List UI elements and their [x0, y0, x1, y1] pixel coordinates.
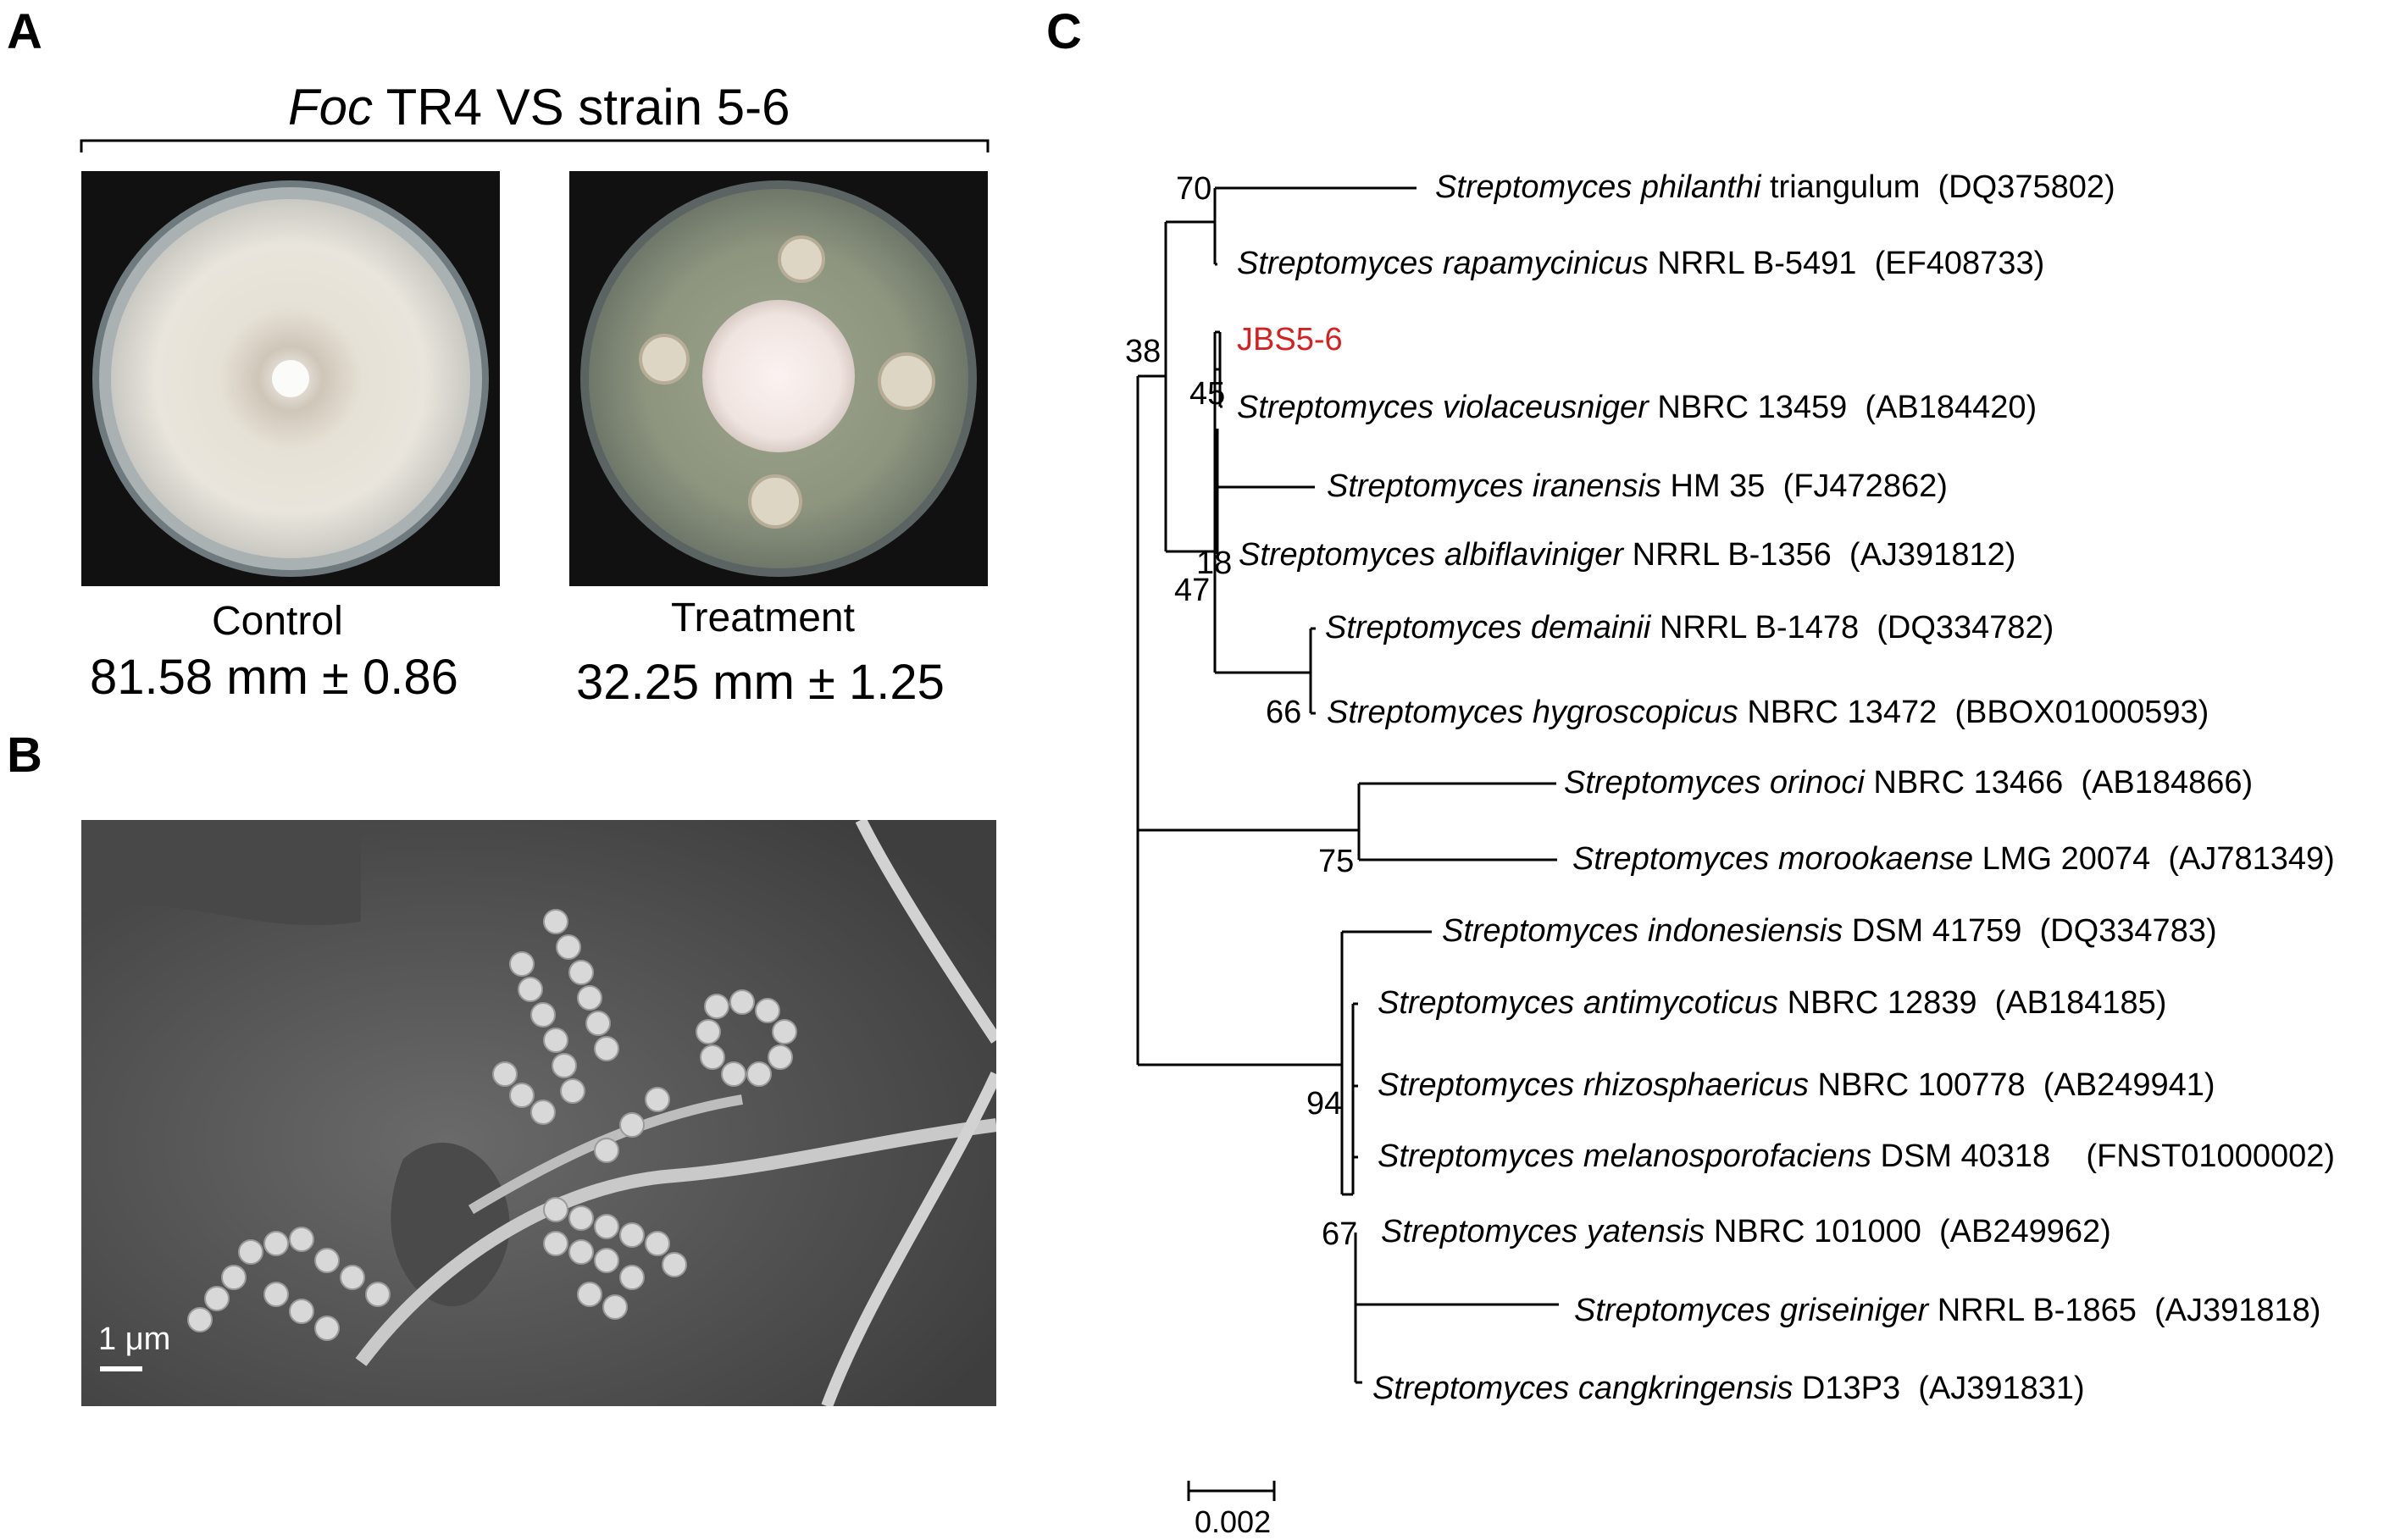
taxon-label: Streptomyces violaceusniger NBRC 13459 (… [1237, 390, 2037, 425]
bootstrap-value: 94 [1306, 1086, 1343, 1122]
taxon-label: Streptomyces orinoci NBRC 13466 (AB18486… [1564, 765, 2254, 800]
treatment-plate-image [580, 180, 977, 577]
taxon-label: Streptomyces rapamycinicus NRRL B-5491 (… [1237, 246, 2045, 281]
sem-micrograph: 1 μm [81, 820, 996, 1406]
sem-image [81, 820, 996, 1406]
taxon-label: Streptomyces albiflaviniger NRRL B-1356 … [1239, 537, 2016, 573]
bootstrap-value: 67 [1322, 1216, 1358, 1252]
taxon-label: Streptomyces demainii NRRL B-1478 (DQ334… [1325, 610, 2054, 645]
tree-scale-label: 0.002 [1195, 1504, 1272, 1539]
bootstrap-value: 38 [1125, 334, 1162, 369]
taxon-label: Streptomyces indonesiensis DSM 41759 (DQ… [1442, 913, 2217, 949]
control-label: Control [212, 599, 343, 644]
bootstrap-value: 18 [1196, 546, 1233, 581]
taxon-label: Streptomyces rhizosphaericus NBRC 100778… [1378, 1067, 2215, 1103]
sem-scale-label: 1 μm [98, 1321, 171, 1357]
taxon-label: Streptomyces melanosporofaciens DSM 4031… [1378, 1138, 2336, 1174]
control-plate-photo [81, 171, 500, 586]
taxon-label: Streptomyces griseiniger NRRL B-1865 (AJ… [1574, 1293, 2321, 1328]
treatment-label: Treatment [671, 596, 855, 640]
taxon-label: Streptomyces hygroscopicus NBRC 13472 (B… [1327, 695, 2209, 730]
panel-a-title-rest: TR4 VS strain 5-6 [373, 79, 790, 136]
taxon-label: Streptomyces iranensis HM 35 (FJ472862) [1327, 468, 1948, 504]
treatment-plate-photo [569, 171, 988, 586]
panel-a-title: Foc TR4 VS strain 5-6 [288, 78, 790, 136]
bootstrap-value: 75 [1318, 844, 1355, 879]
bootstrap-value: 66 [1266, 695, 1302, 730]
panel-b-letter: B [7, 728, 42, 783]
bootstrap-value: 47 [1174, 573, 1211, 608]
taxon-label: Streptomyces philanthi triangulum (DQ375… [1435, 169, 2115, 205]
bootstrap-value: 70 [1176, 171, 1212, 207]
taxon-label: Streptomyces morookaense LMG 20074 (AJ78… [1572, 841, 2335, 877]
bootstrap-value: 45 [1189, 376, 1226, 412]
panel-a-letter: A [7, 4, 42, 59]
control-value: 81.58 mm ± 0.86 [90, 650, 458, 705]
control-plate-image [92, 180, 489, 577]
taxon-label-highlight: JBS5-6 [1237, 322, 1343, 357]
taxon-label: Streptomyces yatensis NBRC 101000 (AB249… [1381, 1214, 2111, 1249]
taxon-label: Streptomyces antimycoticus NBRC 12839 (A… [1378, 985, 2167, 1021]
treatment-value: 32.25 mm ± 1.25 [576, 655, 945, 710]
panel-c-letter: C [1046, 4, 1082, 59]
panel-a-title-italic: Foc [288, 79, 374, 136]
taxon-label: Streptomyces cangkringensis D13P3 (AJ391… [1372, 1371, 2085, 1406]
